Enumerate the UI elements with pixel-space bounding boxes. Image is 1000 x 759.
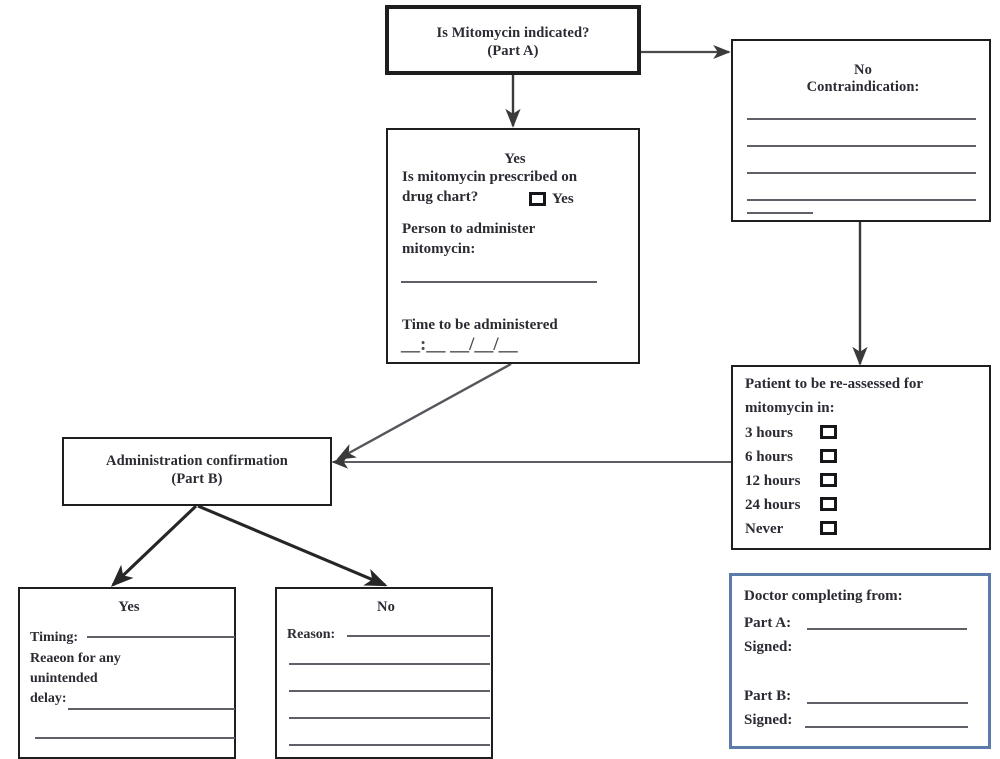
arrow-yesbox-to-partb xyxy=(336,362,512,461)
reassess-option-12h-checkbox[interactable] xyxy=(820,473,837,487)
reassess-option-24h-label: 24 hours xyxy=(745,497,801,513)
timing-label: Timing: xyxy=(30,630,78,645)
reassess-option-never-label: Never xyxy=(745,521,784,537)
yes-branch-label: Yes xyxy=(504,151,526,167)
no-reason-blank-1[interactable] xyxy=(347,635,490,637)
part-b-line1: Administration confirmation xyxy=(106,453,288,469)
delay-reason-line3: delay: xyxy=(30,691,67,706)
contraindication-blank-1[interactable] xyxy=(747,118,976,120)
no-contraindication-line1: No xyxy=(854,62,872,78)
node-part-b[interactable]: Administration confirmation (Part B) xyxy=(62,437,332,506)
doctor-heading: Doctor completing from: xyxy=(744,588,903,604)
node-part-b-no[interactable]: No Reason: xyxy=(275,587,493,759)
node-doctor-completing[interactable]: Doctor completing from: Part A: Signed: … xyxy=(729,573,991,749)
arrow-partb-to-no xyxy=(197,504,388,587)
doctor-part-a-label: Part A: xyxy=(744,615,792,631)
node-part-b-yes[interactable]: Yes Timing: Reaeon for any unintended de… xyxy=(18,587,236,759)
reassess-line2: mitomycin in: xyxy=(745,400,835,416)
node-yes-branch[interactable]: Yes Is mitomycin prescribed on drug char… xyxy=(386,128,640,364)
contraindication-blank-3[interactable] xyxy=(747,172,976,174)
node-no-contraindication[interactable]: No Contraindication: xyxy=(731,39,991,222)
reassess-option-6h-label: 6 hours xyxy=(745,449,793,465)
person-to-administer-line1: Person to administer xyxy=(402,221,536,237)
person-to-administer-line2: mitomycin: xyxy=(402,241,476,257)
prescribed-question-line1: Is mitomycin prescribed on xyxy=(402,169,578,185)
part-b-text: Administration confirmation (Part B) xyxy=(64,452,330,488)
no-reason-blank-2[interactable] xyxy=(289,663,490,665)
part-b-line2: (Part B) xyxy=(171,471,223,488)
arrow-partb-to-yes xyxy=(110,504,198,587)
no-reason-blank-3[interactable] xyxy=(289,690,490,692)
contraindication-blank-4[interactable] xyxy=(747,199,976,201)
no-reason-blank-5[interactable] xyxy=(289,744,490,746)
time-to-be-administered-blank[interactable]: __:__ __/__/__ xyxy=(401,334,518,355)
part-a-text: Is Mitomycin indicated? (Part A) xyxy=(389,24,637,60)
no-reason-label: Reason: xyxy=(287,627,336,642)
contraindication-blank-5[interactable] xyxy=(747,212,813,214)
prescribed-yes-checkbox-label: Yes xyxy=(552,191,574,207)
reassess-option-12h-label: 12 hours xyxy=(745,473,801,489)
no-contraindication-line2: Contraindication: xyxy=(806,79,920,95)
doctor-signed-a-label: Signed: xyxy=(744,639,793,655)
prescribed-question-line2: drug chart? xyxy=(402,189,479,205)
contraindication-blank-2[interactable] xyxy=(747,145,976,147)
reassess-option-3h-label: 3 hours xyxy=(745,425,793,441)
part-a-line2: (Part A) xyxy=(487,43,539,60)
doctor-part-a-blank[interactable] xyxy=(807,628,967,630)
person-to-administer-blank[interactable] xyxy=(401,281,597,283)
doctor-part-b-blank[interactable] xyxy=(807,702,968,704)
node-part-a[interactable]: Is Mitomycin indicated? (Part A) xyxy=(385,5,641,75)
prescribed-yes-checkbox[interactable] xyxy=(529,192,546,206)
part-a-line1: Is Mitomycin indicated? xyxy=(436,25,590,41)
delay-reason-line2: unintended xyxy=(30,671,98,686)
delay-reason-line1: Reaeon for any xyxy=(30,651,121,666)
delay-reason-blank-1[interactable] xyxy=(68,708,235,710)
node-reassessment[interactable]: Patient to be re-assessed for mitomycin … xyxy=(731,365,991,550)
part-b-yes-heading: Yes xyxy=(118,599,140,615)
part-b-no-heading: No xyxy=(377,599,395,615)
doctor-signed-b-label: Signed: xyxy=(744,712,793,728)
reassess-option-3h-checkbox[interactable] xyxy=(820,425,837,439)
doctor-part-b-label: Part B: xyxy=(744,688,792,704)
timing-blank[interactable] xyxy=(87,636,235,638)
reassess-option-6h-checkbox[interactable] xyxy=(820,449,837,463)
reassess-option-never-checkbox[interactable] xyxy=(820,521,837,535)
doctor-signed-b-blank[interactable] xyxy=(805,726,968,728)
time-to-be-administered-label: Time to be administered xyxy=(402,317,558,333)
reassess-option-24h-checkbox[interactable] xyxy=(820,497,837,511)
reassess-line1: Patient to be re-assessed for xyxy=(745,376,924,392)
delay-reason-blank-2[interactable] xyxy=(35,737,235,739)
no-reason-blank-4[interactable] xyxy=(289,717,490,719)
